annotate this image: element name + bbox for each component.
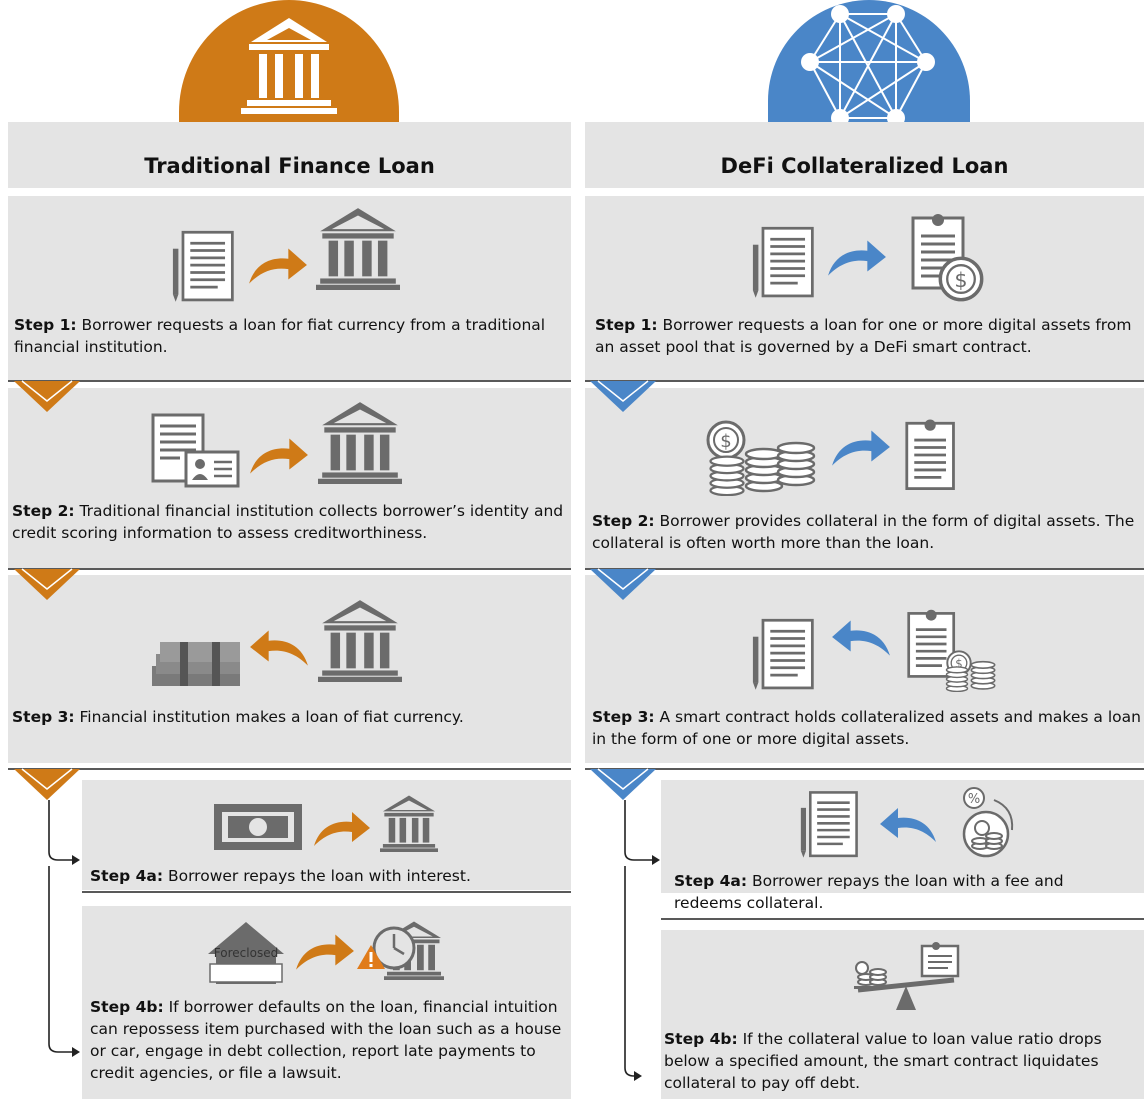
document-icon [752,226,816,300]
document-icon [172,230,236,304]
network-icon [809,13,927,119]
arrow-left-icon [830,616,892,658]
traditional-step2-panel [8,388,571,570]
warning-icon [357,945,385,969]
traditional-title-panel: Traditional Finance Loan [8,122,571,188]
coin-stack-icon [706,452,748,496]
defi-step3-text: Step 3: A smart contract holds collatera… [592,708,1141,748]
document-icon [752,618,816,692]
divider [8,380,571,382]
defi-title-panel: DeFi Collateralized Loan [585,122,1144,188]
identity-document-icon [151,413,240,488]
defi-header-dome [768,0,970,135]
defi-step2-panel [585,388,1144,570]
foreclosed-house-icon [208,922,284,984]
document-icon [800,790,860,860]
arrow-left-icon [248,626,310,668]
arrow-right-icon [826,236,888,278]
divider [585,568,1144,570]
traditional-step2-text: Step 2: Traditional financial institutio… [12,502,564,542]
dollar-coin-icon [938,256,984,302]
traditional-step4b-panel [82,906,571,1099]
bank-icon [316,206,400,290]
arrow-right-icon [248,434,310,476]
arrow-right-icon [294,930,356,972]
chevron-down-icon [590,380,656,412]
defi-step4a-text: Step 4a: Borrower repays the loan with a… [674,872,1064,912]
clock-icon [372,926,416,970]
divider [8,768,571,770]
traditional-step3-text: Step 3: Financial institution makes a lo… [12,708,464,726]
arrow-right-icon [312,808,372,848]
defi-step4a-panel [661,780,1144,893]
bank-icon [318,400,402,484]
arrow-right-icon [247,244,309,286]
percent-coins-icon: % [962,787,1014,858]
divider [661,918,1144,920]
banknote-icon [214,804,302,850]
traditional-step4b-text: Step 4b: If borrower defaults on the loa… [90,998,562,1082]
balance-scale-icon [854,942,960,1010]
defi-step2-text: Step 2: Borrower provides collateral in … [592,512,1135,552]
cash-stack-icon [152,642,240,686]
defi-step4b-text: Step 4b: If the collateral value to loan… [664,1030,1102,1092]
bank-icon [380,794,438,852]
foreclosed-label: Foreclosed [213,946,279,960]
traditional-step1-text: Step 1: Borrower requests a loan for fia… [14,316,546,356]
traditional-title: Traditional Finance Loan [144,154,435,178]
traditional-step4a-text: Step 4a: Borrower repays the loan with i… [90,867,471,885]
defi-step3-panel [585,575,1144,763]
divider [8,568,571,570]
branch-connector [48,800,80,1057]
traditional-step3-panel [8,575,571,763]
branch-connector [624,800,660,1081]
defi-step4b-panel [661,930,1144,1099]
coin-stack-icon [944,664,970,692]
svg-text:%: % [968,792,980,807]
coin-stack-icon [970,656,996,692]
chevron-down-icon [590,768,656,800]
divider [82,891,571,893]
traditional-header-dome [179,0,399,125]
defi-title: DeFi Collateralized Loan [720,154,1009,178]
defi-step1-panel [585,196,1144,381]
chevron-down-icon [590,568,656,600]
coin-stack-icon [776,428,816,496]
bank-icon [318,598,402,682]
arrow-right-icon [830,426,892,468]
defi-step1-text: Step 1: Borrower requests a loan for one… [595,316,1132,356]
certificate-icon [904,416,960,494]
bank-icon [241,18,337,114]
chevron-down-icon [14,568,80,600]
divider [585,768,1144,770]
traditional-step1-panel [8,196,571,381]
arrow-left-icon [878,804,938,844]
chevron-down-icon [14,380,80,412]
chevron-down-icon [14,768,80,800]
divider [585,380,1144,382]
